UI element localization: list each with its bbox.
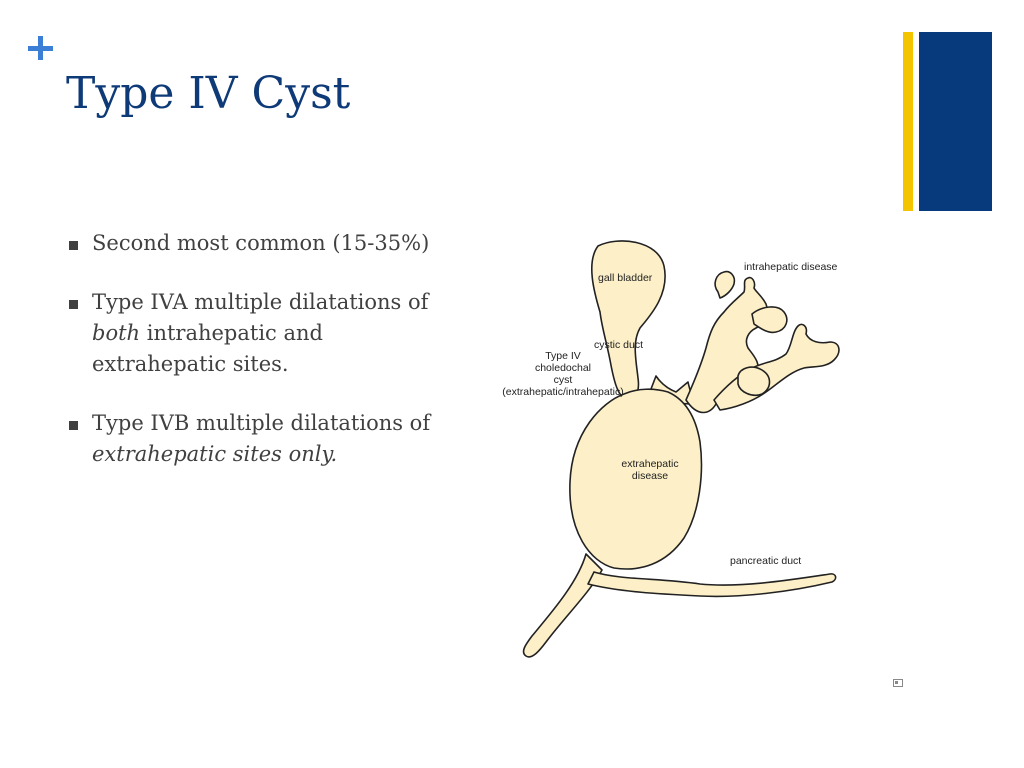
label-type-iv-cyst: Type IV choledochal cyst (extrahepatic/i… — [498, 350, 628, 398]
bullet-text-pre: Type IVB multiple dilatations of — [92, 411, 430, 435]
bullet-item: Type IVB multiple dilatations of extrahe… — [66, 408, 446, 470]
distal-duct-shape — [524, 554, 602, 657]
label-type-iv-line2: choledochal — [535, 362, 591, 374]
label-intrahepatic-disease: intrahepatic disease — [744, 261, 837, 273]
label-extrahepatic-line1: extrahepatic — [621, 458, 678, 470]
bullet-square-icon — [69, 241, 78, 250]
bullet-text-emphasis: both — [92, 321, 140, 345]
bullet-square-icon — [69, 421, 78, 430]
pancreatic-duct-shape — [588, 572, 836, 596]
intrahepatic-lobule-shape — [715, 272, 734, 298]
intrahepatic-lobule-shape — [738, 367, 770, 395]
slide-title: Type IV Cyst — [66, 64, 350, 124]
plus-icon — [26, 34, 56, 64]
label-type-iv-line1: Type IV — [545, 350, 581, 362]
biliary-tree-illustration — [490, 232, 870, 662]
bullet-item: Second most common (15-35%) — [66, 228, 446, 259]
bullet-list: Second most common (15-35%) Type IVA mul… — [66, 228, 446, 498]
bullet-text-pre: Type IVA multiple dilatations of — [92, 290, 428, 314]
bullet-text-emphasis: extrahepatic sites only. — [92, 442, 337, 466]
label-gall-bladder: gall bladder — [598, 272, 652, 284]
slide-marker-icon — [893, 679, 903, 687]
accent-bar-blue — [919, 32, 992, 211]
label-type-iv-line3: cyst — [554, 374, 573, 386]
bullet-text: Second most common (15-35%) — [92, 231, 429, 255]
bullet-item: Type IVA multiple dilatations of both in… — [66, 287, 446, 380]
label-type-iv-line4: (extrahepatic/intrahepatic) — [502, 386, 623, 398]
label-pancreatic-duct: pancreatic duct — [730, 555, 801, 567]
label-extrahepatic-disease: extrahepatic disease — [612, 458, 688, 482]
choledochal-cyst-diagram: gall bladder intrahepatic disease cystic… — [490, 232, 870, 662]
intrahepatic-lobule-shape — [752, 307, 787, 332]
bullet-square-icon — [69, 300, 78, 309]
accent-bar-yellow — [903, 32, 913, 211]
label-extrahepatic-line2: disease — [632, 470, 668, 482]
